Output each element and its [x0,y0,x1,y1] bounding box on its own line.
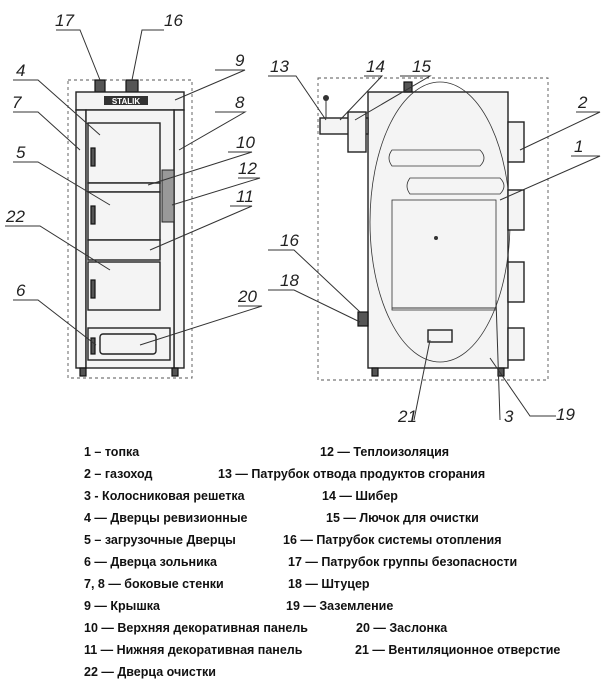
legend-3: 3 - Колосниковая решетка [84,489,245,503]
legend-6: 6 — Дверца зольника [84,555,217,569]
callout-19: 19 [556,405,575,424]
leg-right [171,367,179,377]
callout-18: 18 [280,271,299,290]
legend-5: 5 – загрузочные Дверцы [84,533,236,547]
legend-14: 14 — Шибер [322,489,398,503]
callout-13: 13 [270,57,289,76]
callout-11: 11 [236,187,254,206]
damper-window [99,333,157,355]
legend-1: 1 – топка [84,445,140,459]
callout-17: 17 [55,11,74,30]
side-outline-dashed [317,77,549,381]
callout-3: 3 [504,407,514,426]
front-view: STALIK [67,79,193,379]
legend-10: 10 — Верхняя декоративная панель [84,621,308,635]
brand-logo-text: STALIK [112,97,141,106]
legend-20: 20 — Заслонка [356,621,448,635]
firebox-dot [434,236,438,240]
legend-7-8: 7, 8 — боковые стенки [84,577,224,591]
callout-5: 5 [16,143,26,162]
callout-21: 21 [397,407,417,426]
callout-20: 20 [237,287,257,306]
callout-14: 14 [366,57,385,76]
damper-knob [323,95,329,101]
callout-4: 4 [16,61,25,80]
lower-decorative-panel [87,239,161,261]
callout-7: 7 [12,93,22,112]
legend-16: 16 — Патрубок системы отопления [283,533,502,547]
side-leg-left [371,367,379,377]
side-cleaning-door [507,261,525,303]
legend-15: 15 — Лючок для очистки [326,511,479,525]
side-loading-door [507,189,525,231]
legend-9: 9 — Крышка [84,599,160,613]
flue-passage-2 [406,177,505,195]
loading-door [87,191,161,241]
legend-12: 12 — Теплоизоляция [320,445,450,459]
legend-21: 21 — Вентиляционное отверстие [355,643,561,657]
side-body [367,91,509,369]
cleaning-hatch [347,111,367,153]
leg-left [79,367,87,377]
firebox [391,199,497,311]
heating-pipe-front [125,79,139,93]
legend-17: 17 — Патрубок группы безопасности [288,555,518,569]
vent-opening [427,329,453,343]
flue-passage-1 [388,149,485,167]
legend-11: 11 — Нижняя декоративная панель [84,643,303,657]
legend-22: 22 — Дверца очистки [84,665,216,679]
callout-1: 1 [574,137,583,156]
front-leaders [5,29,263,346]
revision-door-handle [90,147,96,167]
side-view [317,77,549,381]
callout-9: 9 [235,51,245,70]
legend-19: 19 — Заземление [286,599,394,613]
side-ash-door [507,327,525,361]
ash-door-handle [90,337,96,355]
side-wall-left [75,109,87,369]
safety-pipe-front [94,79,106,93]
callout-10: 10 [236,133,255,152]
logo-plate [104,96,148,105]
callout-6: 6 [16,281,26,300]
revision-door [87,122,161,184]
legend-2: 2 – газоход [84,467,153,481]
side-revision-door [507,121,525,163]
cleaning-door [87,261,161,311]
callout-15: 15 [412,57,431,76]
callout-12: 12 [238,159,257,178]
callout-8: 8 [235,93,245,112]
loading-door-handle [90,205,96,225]
callout-22: 22 [5,207,25,226]
callout-2: 2 [577,93,588,112]
callout-16-front: 16 [164,11,183,30]
callout-16-side: 16 [280,231,299,250]
insulation-hatched [161,169,175,223]
legend-18: 18 — Штуцер [288,577,370,591]
boiler-drawing: STALIK [5,11,601,426]
side-leaders [268,75,601,421]
cleaning-door-handle [90,279,96,299]
legend-4: 4 — Дверцы ревизионные [84,511,248,525]
fitting [357,311,369,327]
legend-13: 13 — Патрубок отвода продуктов сгорания [218,467,486,481]
